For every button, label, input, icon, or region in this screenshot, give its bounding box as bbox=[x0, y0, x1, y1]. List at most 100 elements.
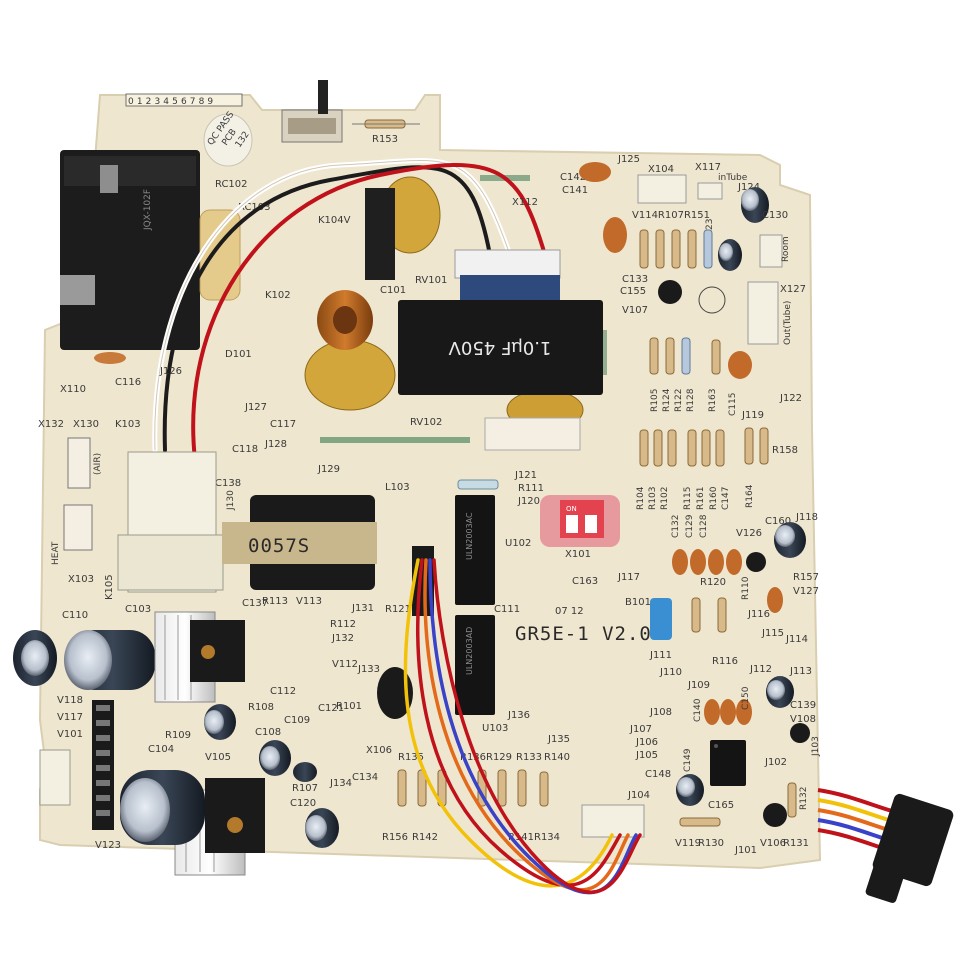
small-relay bbox=[484, 417, 581, 451]
label-k104v: K104V bbox=[318, 215, 351, 226]
label-c111: C111 bbox=[494, 604, 520, 615]
cap-c116 bbox=[94, 352, 126, 364]
transistor-v106 bbox=[763, 803, 787, 827]
label-r116: R116 bbox=[712, 656, 738, 667]
terminal-x103 bbox=[63, 504, 93, 551]
label-c142: C142 bbox=[560, 172, 586, 183]
ceramic-cap-c150 bbox=[704, 699, 752, 725]
label-c130: C130 bbox=[762, 210, 788, 221]
label-c110: C110 bbox=[62, 610, 88, 621]
label-c160: C160 bbox=[765, 516, 791, 527]
label-v108: V108 bbox=[790, 714, 816, 725]
white-connector-left bbox=[117, 451, 224, 593]
label-v117: V117 bbox=[57, 712, 83, 723]
transformer-l103: 0057S bbox=[222, 495, 377, 590]
pin-numbers: 0123456789 bbox=[128, 97, 216, 107]
label-r132: R132 bbox=[799, 787, 809, 810]
resistor-cluster-mid bbox=[649, 337, 752, 379]
label-j135: J135 bbox=[547, 734, 570, 745]
transistor-v108 bbox=[790, 723, 810, 743]
label-j116: J116 bbox=[747, 609, 770, 620]
label-c163: C163 bbox=[572, 576, 598, 587]
label-c108: C108 bbox=[255, 727, 281, 738]
label-j124: J124 bbox=[737, 182, 760, 193]
label-v119: V119 bbox=[675, 838, 701, 849]
label-j115: J115 bbox=[761, 628, 784, 639]
label-j127: J127 bbox=[244, 402, 267, 413]
label-r160: R160 bbox=[709, 486, 719, 510]
label-j132: J132 bbox=[331, 633, 354, 644]
label-c115: C115 bbox=[728, 393, 738, 416]
label-r163: R163 bbox=[708, 389, 718, 412]
label-x112: X112 bbox=[512, 197, 538, 208]
label-r107: R107 bbox=[292, 783, 318, 794]
terminal-x130 bbox=[67, 437, 91, 489]
label-j128: J128 bbox=[264, 439, 287, 450]
label-c112: C112 bbox=[270, 686, 296, 697]
label-r130: R130 bbox=[698, 838, 724, 849]
label-x104: X104 bbox=[648, 164, 674, 175]
label-j102: J102 bbox=[764, 757, 787, 768]
label-r157: R157 bbox=[793, 572, 819, 583]
label-r103: R103 bbox=[648, 487, 658, 510]
label-r124: R124 bbox=[662, 388, 672, 412]
label-v114: V114R107R151 bbox=[632, 210, 710, 221]
label-j103: J103 bbox=[811, 736, 821, 757]
label-x132: X132 bbox=[38, 419, 64, 430]
cap-c160 bbox=[774, 522, 806, 558]
label-d101: D101 bbox=[225, 349, 252, 360]
label-r140: R140 bbox=[544, 752, 570, 763]
label-c109: C109 bbox=[284, 715, 310, 726]
date-code: 07 12 bbox=[555, 606, 584, 617]
resistor-r132 bbox=[787, 782, 797, 818]
label-u102: U102 bbox=[505, 538, 531, 549]
cap-c139 bbox=[766, 676, 794, 708]
label-c117: C117 bbox=[270, 419, 296, 430]
label-r109: R109 bbox=[165, 730, 191, 741]
label-r158: R158 bbox=[772, 445, 798, 456]
label-r120: R120 bbox=[700, 577, 726, 588]
label-j101: J101 bbox=[734, 845, 757, 856]
main-relay: JQX-102F bbox=[60, 150, 200, 350]
label-c155: C155 bbox=[620, 286, 646, 297]
label-r128: R128 bbox=[686, 388, 696, 412]
label-v127: V127 bbox=[793, 586, 819, 597]
capacitor-c103 bbox=[64, 630, 155, 690]
label-r164: R164 bbox=[745, 484, 755, 508]
dip-switch: ON bbox=[540, 495, 620, 547]
ribbon-wires bbox=[403, 558, 642, 895]
cap-c120 bbox=[305, 808, 339, 848]
label-j126: J126 bbox=[159, 366, 182, 377]
connector-j104 bbox=[581, 804, 645, 838]
ic-8pin bbox=[710, 740, 746, 786]
label-r131: R131 bbox=[783, 838, 809, 849]
label-j118: J118 bbox=[795, 512, 818, 523]
cap-c134 bbox=[293, 762, 317, 782]
svg-text:JQX-102F: JQX-102F bbox=[143, 189, 153, 231]
label-rc102: RC102 bbox=[215, 179, 248, 190]
label-r133: R133 bbox=[516, 752, 542, 763]
transistor-v107 bbox=[658, 280, 682, 304]
label-j113: J113 bbox=[789, 666, 812, 677]
label-r108: R108 bbox=[248, 702, 274, 713]
label-v123: V123 bbox=[95, 840, 121, 851]
label-air: (AIR) bbox=[93, 453, 103, 475]
connector-x104 bbox=[637, 174, 687, 204]
ceramic-cap-row bbox=[672, 549, 766, 575]
label-j117: J117 bbox=[617, 572, 640, 583]
cap-c131 bbox=[603, 217, 627, 253]
label-j119: J119 bbox=[741, 410, 764, 421]
cap-c113 bbox=[204, 704, 236, 740]
label-c165: C165 bbox=[708, 800, 734, 811]
label-j109: J109 bbox=[687, 680, 710, 691]
label-r104: R104 bbox=[636, 486, 646, 510]
connector-x112 bbox=[454, 249, 561, 305]
capacitor-rating: 1.0μF 450V bbox=[448, 337, 552, 358]
label-j111: J111 bbox=[649, 650, 672, 661]
label-j131: J131 bbox=[351, 603, 374, 614]
label-j136: J136 bbox=[507, 710, 530, 721]
label-c137: C137 bbox=[242, 598, 268, 609]
label-c132: C132 bbox=[671, 515, 681, 538]
cap-c133 bbox=[718, 239, 742, 271]
